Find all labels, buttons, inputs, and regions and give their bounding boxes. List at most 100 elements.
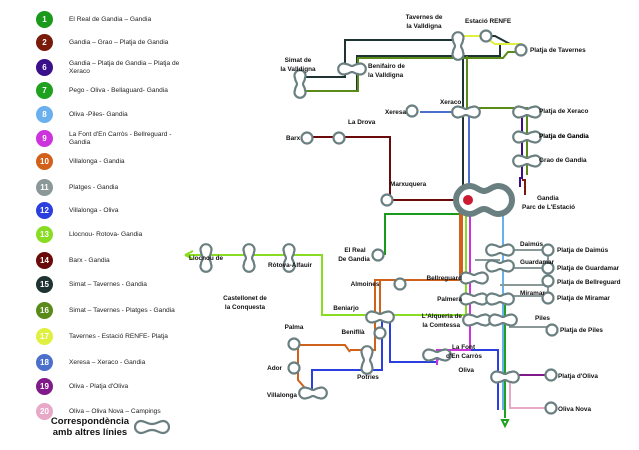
station-la-drova[interactable] xyxy=(332,131,346,145)
station-tavernes[interactable] xyxy=(451,31,465,61)
legend-label: Simat – Tavernes - Gandia xyxy=(69,280,147,288)
station-label-llocnou: Llocnou de xyxy=(189,255,224,262)
station-ador[interactable] xyxy=(287,361,301,375)
station-piles[interactable] xyxy=(488,313,518,327)
station-label-font2: d'En Carròs xyxy=(446,353,482,360)
station-xeresa[interactable] xyxy=(405,104,419,118)
line-16-route xyxy=(300,51,522,92)
station-label-xeresa: Xeresa xyxy=(385,109,406,116)
station-platja-piles[interactable] xyxy=(545,323,559,337)
station-label-platja-miramar: Platja de Miramar xyxy=(557,295,610,302)
line-badge: 18 xyxy=(36,354,53,371)
station-label-ador: Ador xyxy=(267,365,282,372)
legend-label: Oliva - Platja d'Oliva xyxy=(69,382,129,390)
legend-label: Xeresa – Xeraco - Gandia xyxy=(69,358,146,366)
line-14-route xyxy=(302,136,460,201)
station-label-estacio-renfe: Estació RENFE xyxy=(465,18,512,25)
station-label-grao-gandia: Grao de Gandia xyxy=(539,157,587,164)
station-label-piles: Piles xyxy=(535,315,550,322)
station-almoines[interactable] xyxy=(393,277,407,291)
station-label-xeraco: Xeraco xyxy=(440,99,461,106)
legend-label: Oliva -Piles- Gandia xyxy=(69,110,128,118)
legend-label: Barx - Gandia xyxy=(69,256,110,264)
station-estacio-renfe[interactable] xyxy=(479,29,493,43)
legend-label: La Font d'En Carròs - Bellreguard - Gand… xyxy=(69,130,172,146)
line-12-oliva xyxy=(389,318,499,410)
station-label-gandia: Gandia xyxy=(537,195,559,202)
station-marxuquera[interactable] xyxy=(380,193,394,207)
station-simat[interactable] xyxy=(293,69,307,99)
station-label-platja-xeraco: Platja de Xeraco xyxy=(539,108,588,115)
station-oliva[interactable] xyxy=(490,370,520,384)
station-label-benifla: Benifllà xyxy=(341,329,365,336)
line-1-route xyxy=(384,213,460,255)
station-label-guardamar: Guardamar xyxy=(520,259,555,266)
legend-label: Pego - Oliva - Bellaguard- Gandia xyxy=(69,86,168,94)
line-20-route xyxy=(509,375,550,409)
station-xeraco[interactable] xyxy=(451,105,481,119)
station-alqueria[interactable] xyxy=(462,313,492,327)
station-font-den-carros[interactable] xyxy=(422,348,452,362)
station-platja-xeraco[interactable] xyxy=(512,105,542,119)
station-grao-gandia[interactable] xyxy=(512,154,542,168)
station-label-beniarjo: Beniarjo xyxy=(333,305,359,312)
station-potries[interactable] xyxy=(360,345,374,375)
station-benifairo[interactable] xyxy=(337,62,367,76)
station-villalonga[interactable] xyxy=(298,386,328,400)
station-bellreguard[interactable] xyxy=(459,271,489,285)
line-badge: 19 xyxy=(36,378,53,395)
station-label-platja-gandia: Platja de Gandia xyxy=(539,133,589,140)
station-label-platja-daimus: Platja de Daimús xyxy=(557,247,609,254)
station-label-font: La Font xyxy=(452,344,476,351)
station-label-palmera: Palmera xyxy=(437,296,462,303)
correspondence-label: Correspondència amb altres línies xyxy=(50,416,130,438)
station-rotova[interactable] xyxy=(282,243,296,273)
station-miramar[interactable] xyxy=(485,292,515,306)
line-badge: 9 xyxy=(36,130,53,147)
station-platja-miramar[interactable] xyxy=(541,291,555,305)
station-label-barx: Barx xyxy=(286,135,301,142)
station-palma[interactable] xyxy=(287,337,301,351)
station-platja-tavernes[interactable] xyxy=(514,43,528,57)
line-badge: 14 xyxy=(36,252,53,269)
line-badge: 10 xyxy=(36,153,53,170)
station-platja-oliva[interactable] xyxy=(544,368,558,382)
station-label-rotova: Ròtova-Alfauir xyxy=(268,262,313,269)
station-llocnou[interactable] xyxy=(199,243,213,273)
station-guardamar[interactable] xyxy=(485,259,515,273)
station-platja-daimus[interactable] xyxy=(541,243,555,257)
station-barx[interactable] xyxy=(300,131,314,145)
line-badge: 7 xyxy=(36,82,53,99)
station-platja-bellreguard[interactable] xyxy=(541,274,555,288)
station-label-el-real2: De Gandia xyxy=(338,256,370,263)
line-10-ador xyxy=(297,345,306,389)
station-beniarjo[interactable] xyxy=(365,310,395,324)
station-daimus[interactable] xyxy=(485,243,515,257)
station-palmera[interactable] xyxy=(459,292,489,306)
station-label-alqueria2: la Comtessa xyxy=(422,322,460,329)
station-label-oliva-nova: Oliva Nova xyxy=(558,406,591,413)
station-el-real[interactable] xyxy=(371,248,385,262)
station-oliva-nova[interactable] xyxy=(544,401,558,415)
station-castellonet[interactable] xyxy=(242,243,256,273)
line-10-palma xyxy=(298,344,351,353)
station-label-villalonga: Villalonga xyxy=(267,392,298,399)
station-label-alqueria: L'Alqueria de xyxy=(422,313,463,320)
station-platja-guardamar[interactable] xyxy=(541,261,555,275)
station-platja-gandia[interactable] xyxy=(512,130,542,144)
legend-item-line-18: 18 Xeresa – Xeraco - Gandia xyxy=(36,354,189,371)
station-label-daimus: Daimús xyxy=(520,241,544,248)
station-label-la-drova: La Drova xyxy=(348,119,376,126)
station-benifla[interactable] xyxy=(373,326,387,340)
station-gandia-hub[interactable] xyxy=(453,182,515,218)
interchange-icon xyxy=(134,419,170,435)
line-6-route xyxy=(519,112,523,187)
